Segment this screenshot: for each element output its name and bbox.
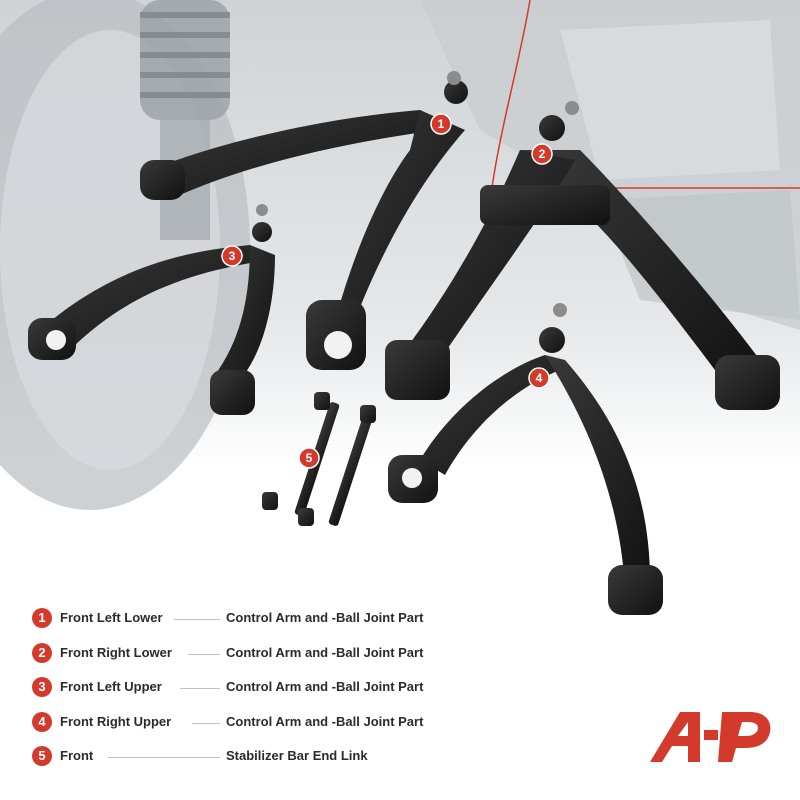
legend-part-description: Control Arm and -Ball Joint Part: [226, 679, 424, 694]
svg-text:5: 5: [306, 451, 313, 465]
callout-badges: 1 2 3 4 5: [221, 113, 553, 469]
control-arm-front-right-lower: [385, 101, 780, 410]
leader-line: [174, 619, 220, 620]
legend-number-badge: 1: [32, 608, 52, 628]
leader-line: [108, 757, 220, 758]
legend-item-2: 2 Front Right Lower Control Arm and -Bal…: [32, 643, 472, 665]
svg-text:3: 3: [229, 249, 236, 263]
legend-item-4: 4 Front Right Upper Control Arm and -Bal…: [32, 712, 472, 734]
callout-2: 2: [531, 143, 553, 165]
callout-3: 3: [221, 245, 243, 267]
legend-number-badge: 2: [32, 643, 52, 663]
legend-part-name: Front Right Lower: [60, 645, 172, 660]
callout-4: 4: [528, 367, 550, 389]
legend-part-name: Front Left Lower: [60, 610, 163, 625]
legend-part-name: Front: [60, 748, 94, 763]
ap-logo-icon: [650, 712, 771, 762]
control-arm-front-left-lower: [140, 71, 468, 370]
legend-item-3: 3 Front Left Upper Control Arm and -Ball…: [32, 677, 472, 699]
leader-line: [188, 654, 220, 655]
callout-1: 1: [430, 113, 452, 135]
legend-part-description: Control Arm and -Ball Joint Part: [226, 610, 424, 625]
callout-5: 5: [298, 447, 320, 469]
control-arm-front-right-upper: [388, 303, 663, 615]
legend-part-description: Control Arm and -Ball Joint Part: [226, 645, 424, 660]
legend-number-badge: 5: [32, 746, 52, 766]
control-arm-front-left-upper: [28, 204, 275, 415]
leader-line: [180, 688, 220, 689]
legend-part-description: Stabilizer Bar End Link: [226, 748, 368, 763]
svg-text:2: 2: [539, 147, 546, 161]
legend-part-name: Front Right Upper: [60, 714, 172, 729]
legend-item-1: 1 Front Left Lower Control Arm and -Ball…: [32, 608, 472, 630]
legend-number-badge: 3: [32, 677, 52, 697]
legend-part-name: Front Left Upper: [60, 679, 162, 694]
svg-text:1: 1: [438, 117, 445, 131]
svg-text:4: 4: [536, 371, 543, 385]
leader-line: [192, 723, 220, 724]
legend-number-badge: 4: [32, 712, 52, 732]
legend-item-5: 5 Front Stabilizer Bar End Link: [32, 746, 472, 768]
legend-part-description: Control Arm and -Ball Joint Part: [226, 714, 424, 729]
